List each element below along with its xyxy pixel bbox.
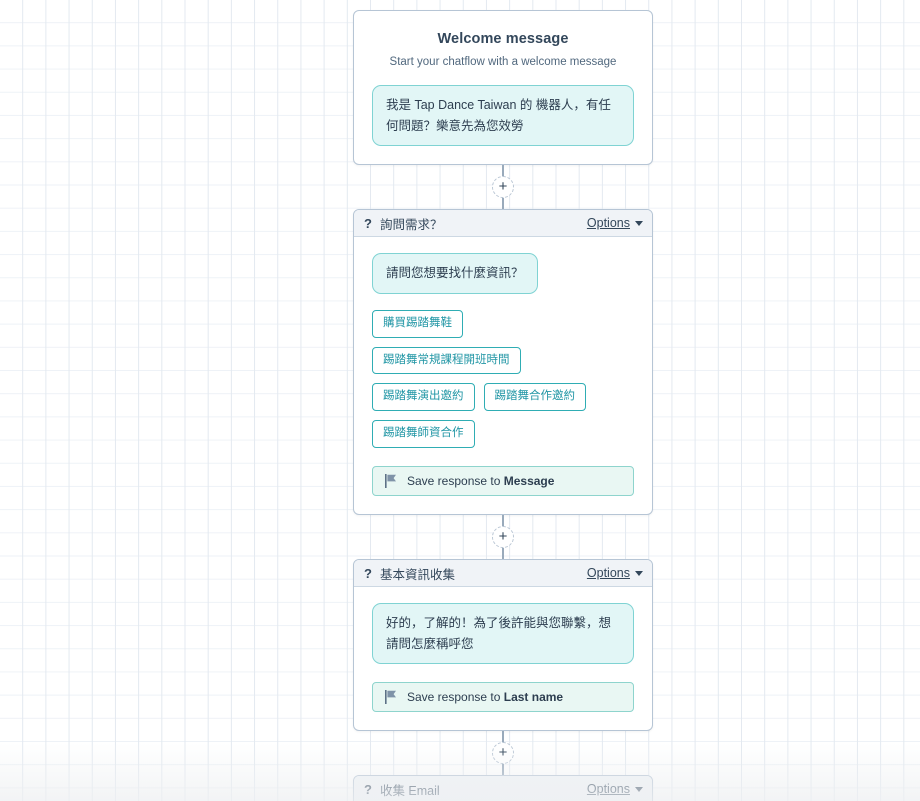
save-response-text: Save response to Last name xyxy=(407,690,563,704)
welcome-title: Welcome message xyxy=(437,31,569,47)
choice-chip[interactable]: 購買踢踏舞鞋 xyxy=(372,309,463,338)
question-icon: ? xyxy=(364,565,372,581)
save-response-row[interactable]: Save response to Message xyxy=(372,466,634,497)
welcome-body: Welcome message Start your chatflow with… xyxy=(354,11,652,164)
options-dropdown[interactable]: Options xyxy=(587,566,643,580)
chatflow-column: Welcome message Start your chatflow with… xyxy=(353,10,653,801)
node-welcome-message[interactable]: Welcome message Start your chatflow with… xyxy=(353,10,653,166)
flag-icon xyxy=(385,690,396,705)
save-response-property: Last name xyxy=(503,690,564,705)
node-collect-email[interactable]: ? 收集 Email Options This action and any i… xyxy=(353,775,653,801)
welcome-subtitle: Start your chatflow with a welcome messa… xyxy=(389,56,617,68)
flag-icon xyxy=(385,474,396,489)
save-response-text: Save response to Message xyxy=(407,474,554,488)
node-title: 詢問需求？ xyxy=(379,217,443,232)
plus-icon: + xyxy=(498,527,508,545)
options-dropdown[interactable]: Options xyxy=(587,216,643,230)
node-header: ? 收集 Email Options xyxy=(354,776,652,801)
options-label: Options xyxy=(586,216,630,231)
node-header: ? 詢問需求？ Options xyxy=(354,210,652,238)
question-icon: ? xyxy=(364,215,372,231)
node-body: 好的，了解的！為了後許能與您聯繫，想請問怎麼稱呼您 Save response … xyxy=(354,587,652,730)
options-label: Options xyxy=(586,782,630,797)
choice-chip[interactable]: 踢踏舞演出邀約 xyxy=(372,383,475,412)
node-collect-basic-info[interactable]: ? 基本資訊收集 Options 好的，了解的！為了後許能與您聯繫，想請問怎麼稱… xyxy=(353,559,653,732)
question-icon: ? xyxy=(364,781,372,797)
node-body: 請問您想要找什麼資訊？ 購買踢踏舞鞋 踢踏舞常規課程開班時間 踢踏舞演出邀約 踢… xyxy=(354,237,652,514)
options-label: Options xyxy=(586,566,630,581)
choice-chip[interactable]: 踢踏舞常規課程開班時間 xyxy=(372,346,521,375)
plus-icon: + xyxy=(498,743,508,761)
add-action-button[interactable]: + xyxy=(492,742,514,765)
node-ask-need[interactable]: ? 詢問需求？ Options 請問您想要找什麼資訊？ 購買踢踏舞鞋 踢踏舞常規… xyxy=(353,209,653,516)
save-response-row[interactable]: Save response to Last name xyxy=(372,682,634,713)
chat-bubble[interactable]: 好的，了解的！為了後許能與您聯繫，想請問怎麼稱呼您 xyxy=(372,603,634,665)
chevron-down-icon xyxy=(635,786,643,792)
chat-bubble[interactable]: 我是 Tap Dance Taiwan 的 機器人，有任何問題？樂意先為您效勞 xyxy=(372,85,634,147)
choice-chip[interactable]: 踢踏舞合作邀約 xyxy=(483,383,586,412)
chevron-down-icon xyxy=(635,220,643,226)
save-response-prefix: Save response to xyxy=(407,690,504,705)
node-header: ? 基本資訊收集 Options xyxy=(354,560,652,588)
node-title: 收集 Email xyxy=(379,783,440,798)
add-action-button[interactable]: + xyxy=(492,526,514,549)
welcome-bubble-wrap: 我是 Tap Dance Taiwan 的 機器人，有任何問題？樂意先為您效勞 xyxy=(372,85,634,147)
connector-3: + xyxy=(353,731,653,776)
chevron-down-icon xyxy=(635,570,643,576)
save-response-prefix: Save response to xyxy=(407,474,504,489)
choice-chip[interactable]: 踢踏舞師資合作 xyxy=(372,420,475,449)
chat-bubble[interactable]: 請問您想要找什麼資訊？ xyxy=(372,253,538,294)
connector-1: + xyxy=(353,165,653,210)
node-title: 基本資訊收集 xyxy=(379,567,455,582)
connector-2: + xyxy=(353,515,653,560)
plus-icon: + xyxy=(498,177,508,195)
save-response-property: Message xyxy=(503,474,555,489)
options-dropdown[interactable]: Options xyxy=(587,782,643,796)
add-action-button[interactable]: + xyxy=(492,176,514,199)
choice-chip-list: 購買踢踏舞鞋 踢踏舞常規課程開班時間 踢踏舞演出邀約 踢踏舞合作邀約 踢踏舞師資… xyxy=(372,309,604,449)
